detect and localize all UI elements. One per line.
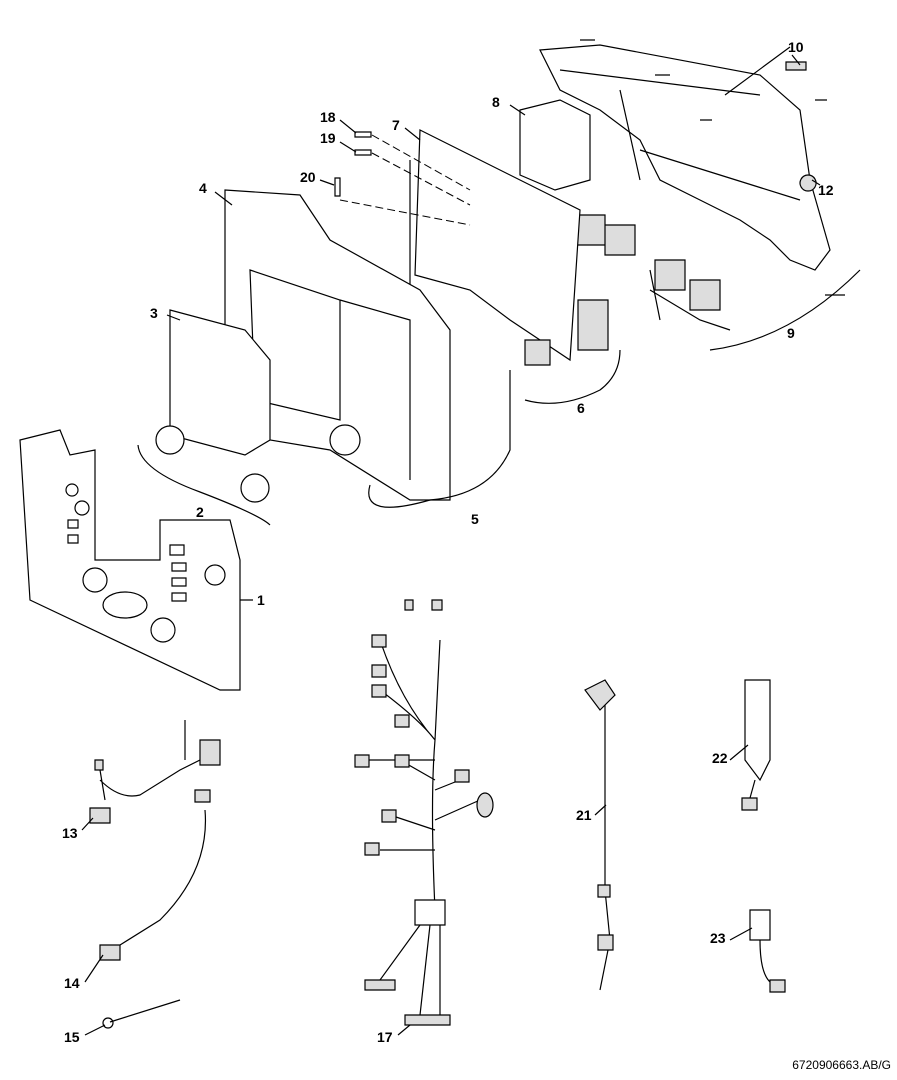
part-2-knob [240, 473, 270, 503]
part-10-clip [785, 61, 807, 71]
callout-22: 22 [712, 750, 728, 766]
callout-23: 23 [710, 930, 726, 946]
callout-14: 14 [64, 975, 80, 991]
callout-20: 20 [300, 169, 316, 185]
callout-17: 17 [377, 1029, 393, 1045]
callout-21: 21 [576, 807, 592, 823]
callout-18: 18 [320, 109, 336, 125]
callout-7: 7 [392, 117, 400, 133]
part-19-pin [354, 149, 372, 156]
callout-13: 13 [62, 825, 78, 841]
part-9-back-frame [539, 39, 845, 331]
callout-5: 5 [471, 511, 479, 527]
callout-19: 19 [320, 130, 336, 146]
part-21-sensor-cable [599, 700, 611, 991]
callout-15: 15 [64, 1029, 80, 1045]
callout-10: 10 [788, 39, 804, 55]
part-1-front-panel [19, 429, 241, 691]
callout-1: 1 [257, 592, 265, 608]
part-17-main-harness [354, 599, 494, 1026]
part-14-harness [119, 809, 207, 946]
drawing-code: 6720906663.AB/G [792, 1058, 891, 1072]
part-8-transformer [519, 99, 591, 191]
callout-4: 4 [199, 180, 207, 196]
callout-9: 9 [787, 325, 795, 341]
part-23-switch [749, 909, 771, 941]
part-13-harness [99, 720, 211, 801]
callout-3: 3 [150, 305, 158, 321]
part-18-pin [354, 131, 372, 138]
part-2-knob [155, 425, 185, 455]
callout-6: 6 [577, 400, 585, 416]
part-22-bracket [744, 679, 771, 782]
callout-8: 8 [492, 94, 500, 110]
part-12-grommet [799, 174, 817, 192]
part-20-pin [334, 177, 341, 197]
callout-12: 12 [818, 182, 834, 198]
callout-2: 2 [196, 504, 204, 520]
part-15-ground-wire [109, 999, 181, 1023]
part-6-connectors [524, 299, 609, 366]
